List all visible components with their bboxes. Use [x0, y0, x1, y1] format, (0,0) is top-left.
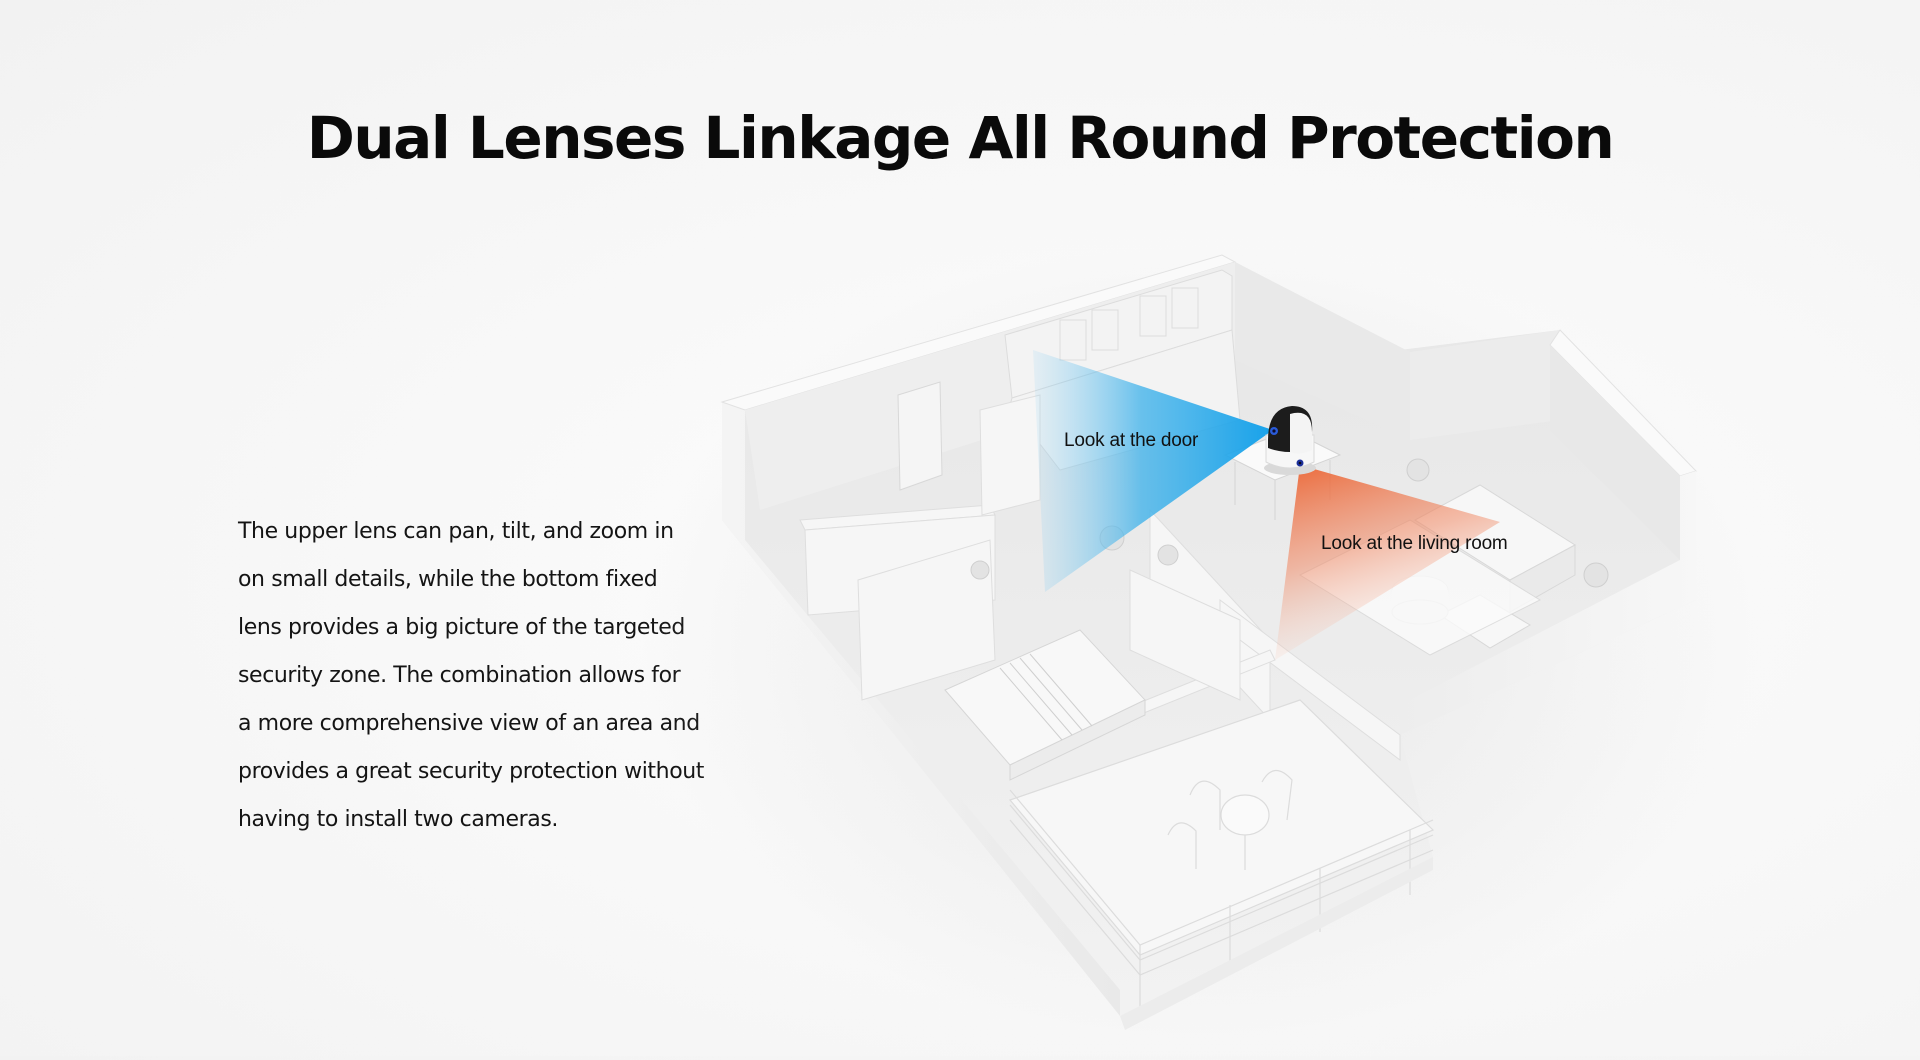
- description-line: The upper lens can pan, tilt, and zoom i…: [238, 519, 674, 544]
- bottom-lens-label: Look at the living room: [1321, 533, 1508, 554]
- description-line: lens provides a big picture of the targe…: [238, 615, 685, 640]
- bed: [944, 629, 1146, 781]
- upper-lens-label: Look at the door: [1064, 430, 1199, 451]
- upper-lens-view-cone: [1033, 350, 1273, 592]
- description-line: having to install two cameras.: [238, 807, 558, 832]
- description-line: security zone. The combination allows fo…: [238, 663, 681, 688]
- description-line: provides a great security protection wit…: [238, 759, 705, 784]
- dual-lens-camera-icon: [1264, 406, 1316, 475]
- bottom-lens-view-cone: [1275, 465, 1500, 660]
- page-title: Dual Lenses Linkage All Round Protection: [306, 104, 1615, 172]
- balcony: [1008, 699, 1435, 1010]
- description-line: on small details, while the bottom fixed: [238, 567, 658, 592]
- description-line: a more comprehensive view of an area and: [238, 711, 700, 736]
- feature-description: The upper lens can pan, tilt, and zoom i…: [238, 508, 758, 844]
